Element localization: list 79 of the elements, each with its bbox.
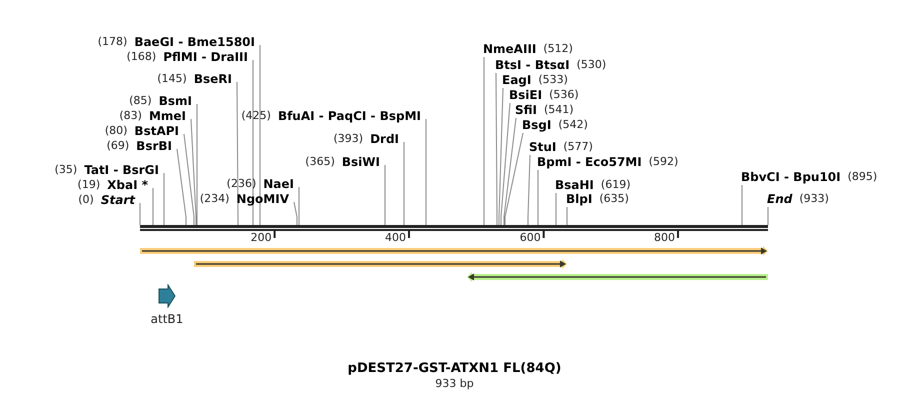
leader-line (252, 60, 254, 226)
enzyme-name: StuI (529, 139, 556, 155)
enzyme-name: BfuAI - PaqCI - BspMI (278, 108, 421, 124)
enzyme-name: BstAPI (134, 123, 179, 139)
site-position: (512) (543, 41, 573, 57)
sequence-backbone (140, 225, 768, 231)
site-position: (365) (305, 154, 335, 170)
enzyme-name: BbvCI - Bpu10I (741, 169, 841, 185)
leader-line (152, 188, 154, 226)
site-position: (635) (599, 191, 629, 207)
leader-line (236, 82, 238, 226)
leader-line (566, 206, 568, 226)
enzyme-name: BlpI (566, 191, 592, 207)
site-position: (895) (848, 169, 878, 185)
site-position: (536) (549, 87, 579, 103)
axis-tick-label: 800 (654, 231, 675, 244)
axis-tick-label: 400 (385, 231, 406, 244)
site-position: (0) (78, 192, 94, 208)
site-position: (19) (78, 177, 100, 193)
enzyme-name: Start (100, 192, 135, 208)
site-position: (83) (119, 108, 142, 124)
site-position: (69) (106, 138, 130, 154)
leader-line (294, 202, 298, 226)
site-position: (933) (799, 191, 829, 207)
enzyme-name: NmeAIII (483, 41, 536, 57)
enzyme-name: BsgI (522, 117, 552, 133)
sequence-length: 933 bp (434, 377, 475, 390)
axis-tick-label: 200 (250, 231, 272, 244)
leader-line (528, 154, 530, 226)
leader-line (500, 102, 510, 226)
axis-tick-label: 600 (520, 231, 541, 244)
enzyme-name: EagI (502, 72, 532, 88)
site-position: (234) (200, 191, 230, 207)
site-position: (145) (157, 71, 187, 87)
site-position: (533) (538, 72, 568, 88)
enzyme-name: BseRI (194, 71, 232, 87)
site-position: (178) (98, 34, 128, 50)
enzyme-name: XbaI * (107, 177, 148, 193)
leader-line (176, 148, 186, 226)
enzyme-name: End (767, 191, 792, 207)
leader-line (498, 88, 504, 226)
site-position: (530) (576, 57, 606, 73)
site-position: (541) (544, 102, 574, 118)
feature-label: attB1 (150, 312, 184, 327)
site-position: (236) (226, 176, 256, 192)
site-position: (592) (648, 154, 678, 170)
leader-line (184, 134, 194, 226)
enzyme-name: BtsI - BtsαI (495, 57, 570, 73)
enzyme-name: BsiWI (342, 154, 380, 170)
leader-line (190, 118, 196, 226)
site-position: (393) (333, 131, 364, 147)
enzyme-name: NaeI (263, 176, 294, 192)
enzyme-name: MmeI (148, 108, 186, 124)
site-position: (619) (600, 177, 630, 193)
enzyme-name: NgoMIV (236, 191, 289, 207)
leader-line (298, 186, 300, 226)
site-position: (35) (54, 162, 78, 178)
site-position: (577) (563, 139, 593, 155)
enzyme-name: DrdI (370, 131, 399, 147)
leader-line (504, 132, 524, 226)
enzyme-name: SfiI (515, 102, 538, 118)
enzyme-name: BsiEI (509, 87, 542, 103)
site-position: (85) (129, 93, 152, 109)
enzyme-name: BsaHI (555, 177, 594, 193)
site-position: (425) (241, 108, 271, 124)
map-title: pDEST27-GST-ATXN1 FL(84Q) (346, 361, 562, 377)
enzyme-name: BsrBI (136, 138, 172, 154)
leader-line (504, 118, 516, 226)
enzyme-name: TatI - BsrGI (84, 162, 159, 178)
leader-line (496, 72, 498, 226)
enzyme-name: BaeGI - Bme1580I (134, 34, 255, 50)
site-position: (80) (104, 123, 128, 139)
enzyme-name: BpmI - Eco57MI (537, 154, 642, 170)
site-position: (542) (558, 117, 588, 133)
enzyme-name: PflMI - DraIII (163, 49, 248, 65)
leader-line (196, 104, 198, 226)
enzyme-name: BsmI (158, 93, 192, 109)
leader-line (384, 164, 386, 226)
site-position: (168) (126, 49, 156, 65)
